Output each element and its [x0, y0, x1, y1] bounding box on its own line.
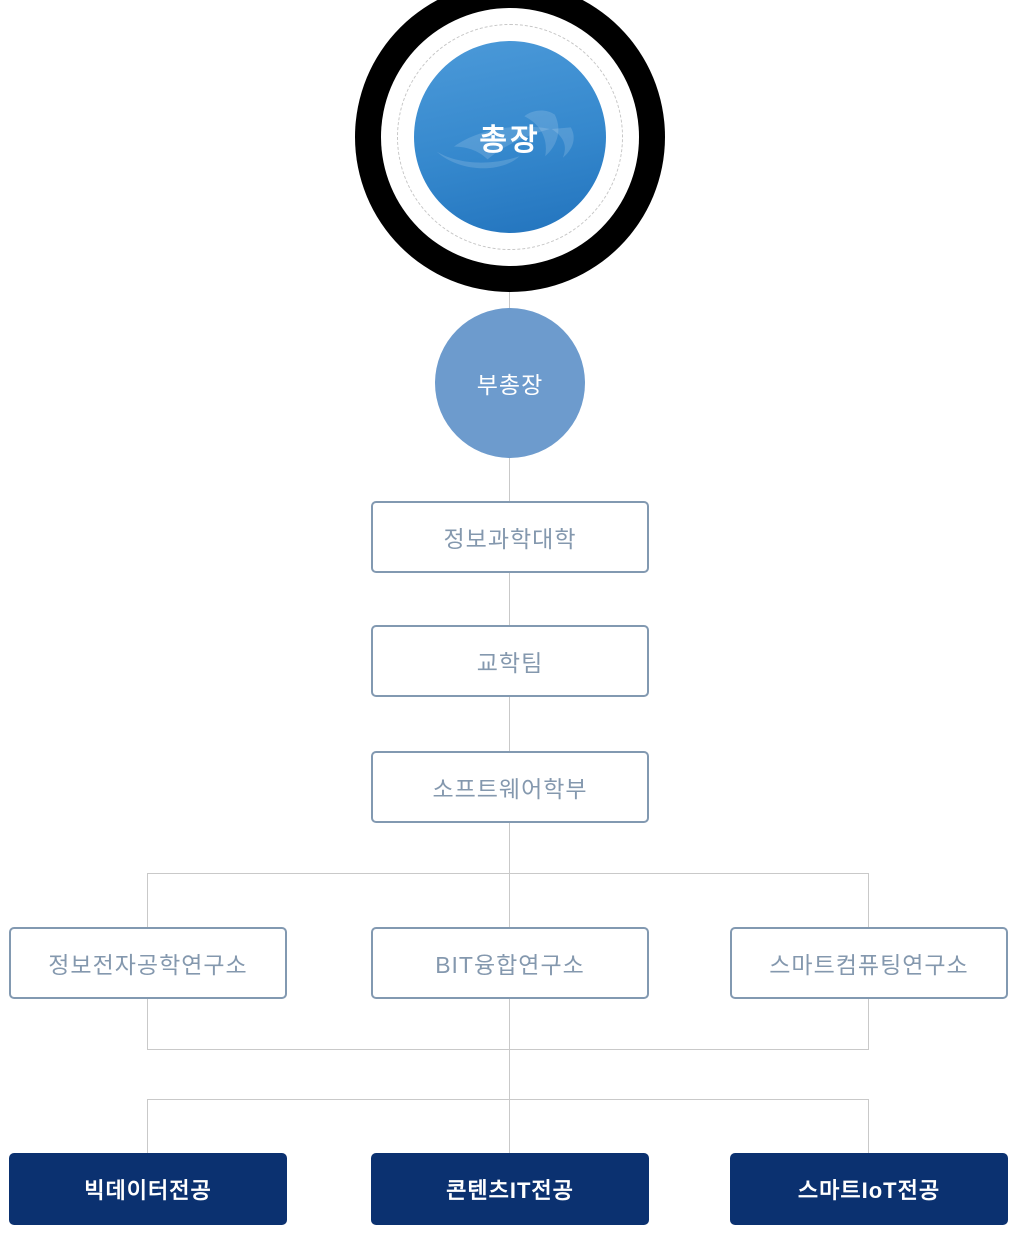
- node-major-bigdata: 빅데이터전공: [9, 1153, 287, 1225]
- connector-line-left-lower: [147, 1099, 148, 1154]
- node-academic-affairs-team: 교학팀: [371, 625, 649, 697]
- node-institute-smart-computing: 스마트컴퓨팅연구소: [730, 927, 1008, 999]
- node-major-content-it: 콘텐츠IT전공: [371, 1153, 649, 1225]
- node-institute-info-electronics: 정보전자공학연구소: [9, 927, 287, 999]
- node-label: 정보전자공학연구소: [48, 952, 248, 978]
- president-label: 총장: [479, 124, 541, 157]
- node-label: 빅데이터전공: [84, 1178, 212, 1203]
- connector-line-branch-bottom: [147, 1099, 869, 1100]
- node-institute-bit-convergence: BIT융합연구소: [371, 927, 649, 999]
- connector-line-right-lower: [868, 1099, 869, 1154]
- wave-logo-icon: [436, 110, 574, 169]
- node-label: 콘텐츠IT전공: [446, 1178, 574, 1203]
- node-label: 소프트웨어학부: [432, 776, 588, 802]
- connector-line-branch-top: [147, 873, 869, 874]
- connector-line-center: [509, 280, 510, 1153]
- node-vice-president: 부총장: [435, 308, 585, 458]
- node-label: 스마트컴퓨팅연구소: [769, 952, 969, 978]
- node-major-smart-iot: 스마트IoT전공: [730, 1153, 1008, 1225]
- node-label: 교학팀: [476, 650, 544, 676]
- vice-president-label: 부총장: [476, 372, 544, 398]
- node-president: 총장: [355, 0, 665, 292]
- node-label: 정보과학대학: [443, 526, 577, 552]
- node-college-of-information-science: 정보과학대학: [371, 501, 649, 573]
- node-school-of-software: 소프트웨어학부: [371, 751, 649, 823]
- president-ring-dashed: 총장: [397, 24, 623, 250]
- president-ring-white: 총장: [381, 8, 639, 266]
- connector-line-branch-middle: [147, 1049, 869, 1050]
- node-label: 스마트IoT전공: [797, 1178, 941, 1203]
- node-label: BIT융합연구소: [435, 952, 585, 978]
- president-circle: 총장: [414, 41, 606, 233]
